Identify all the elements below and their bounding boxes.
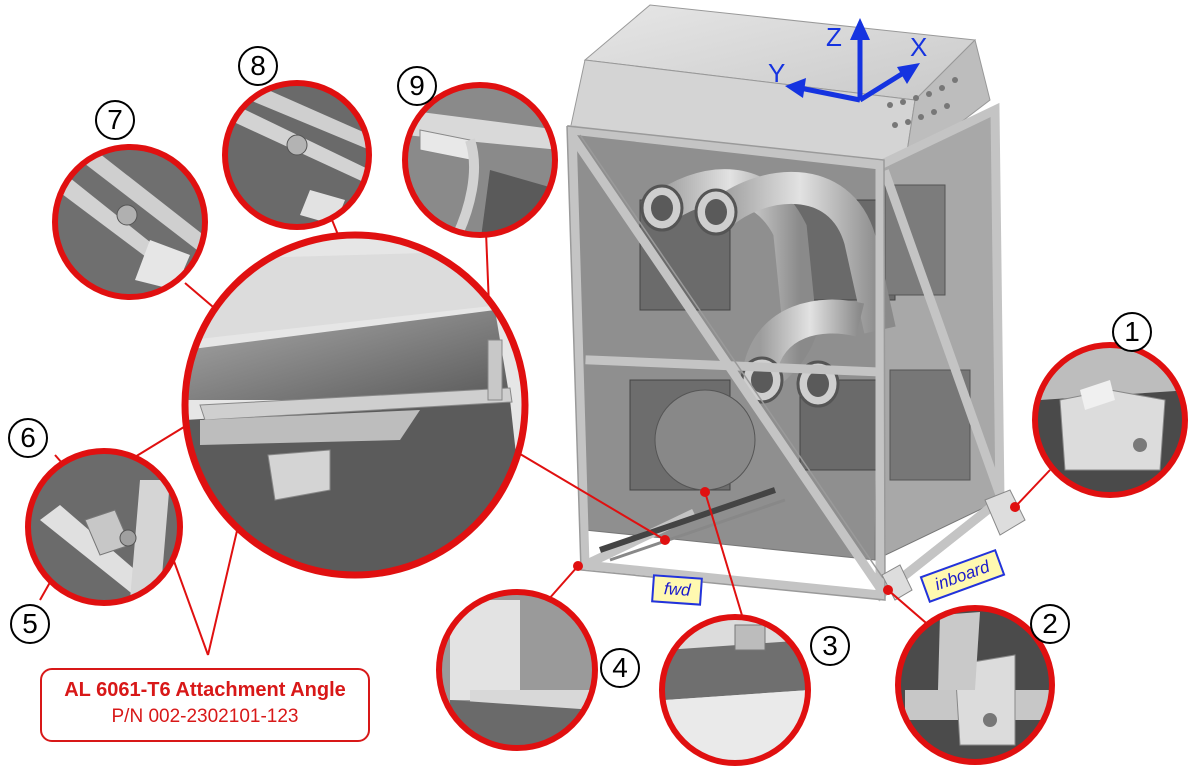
axis-label-y: Y bbox=[768, 58, 786, 88]
detail-magnifier-8 bbox=[222, 80, 372, 230]
number-label-4: 4 bbox=[600, 648, 640, 688]
axis-label-z: Z bbox=[826, 22, 842, 52]
detail-magnifier-main bbox=[181, 231, 529, 579]
detail-magnifier-4 bbox=[436, 589, 598, 751]
detail-magnifier-6 bbox=[25, 448, 183, 606]
number-label-8: 8 bbox=[238, 46, 278, 86]
detail-magnifier-1 bbox=[1032, 342, 1188, 498]
number-label-7: 7 bbox=[95, 100, 135, 140]
number-label-9: 9 bbox=[397, 66, 437, 106]
axis-label-x: X bbox=[910, 32, 928, 62]
attachment-angle-callout: AL 6061-T6 Attachment Angle P/N 002-2302… bbox=[40, 668, 370, 742]
number-label-5: 5 bbox=[10, 604, 50, 644]
coordinate-axes bbox=[785, 18, 920, 103]
number-label-6: 6 bbox=[8, 418, 48, 458]
number-label-1: 1 bbox=[1112, 312, 1152, 352]
detail-magnifier-3 bbox=[659, 614, 811, 766]
main-assembly bbox=[566, 4, 1026, 602]
callout-part-number: P/N 002-2302101-123 bbox=[111, 706, 299, 727]
callout-title: AL 6061-T6 Attachment Angle bbox=[64, 679, 346, 701]
fwd-tag: fwd bbox=[651, 574, 704, 606]
number-label-3: 3 bbox=[810, 626, 850, 666]
detail-magnifier-9 bbox=[402, 82, 558, 238]
detail-magnifier-2 bbox=[895, 605, 1055, 765]
detail-magnifier-7 bbox=[52, 144, 208, 300]
number-label-2: 2 bbox=[1030, 604, 1070, 644]
